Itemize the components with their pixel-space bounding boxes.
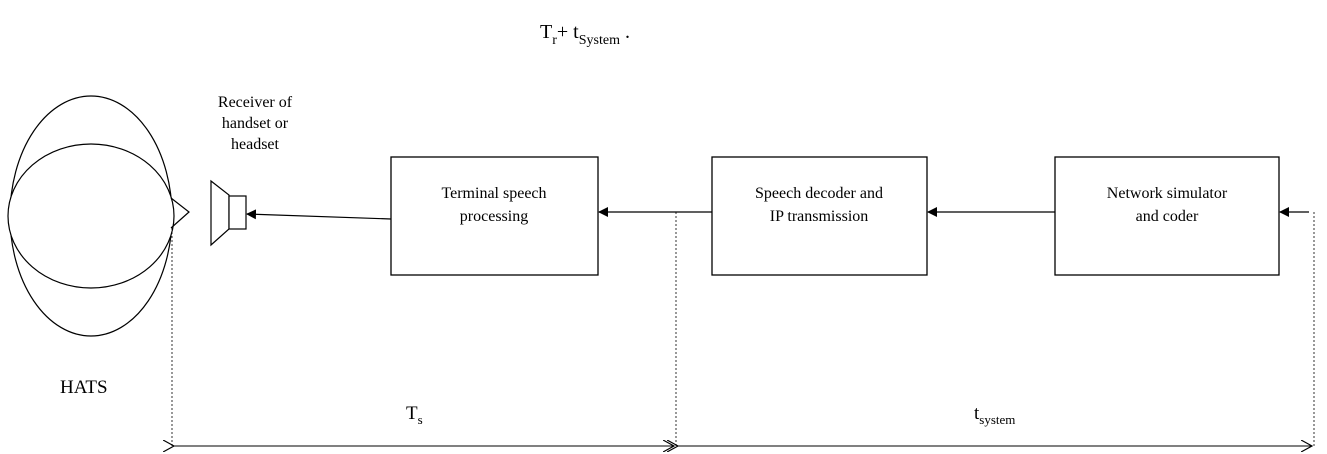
speech-decoder-box: Speech decoder and IP transmission	[711, 156, 928, 276]
title-formula: Tr+ tSystem .	[540, 21, 630, 48]
svg-text:IP transmission: IP transmission	[770, 208, 869, 225]
svg-text:and coder: and coder	[1136, 208, 1199, 225]
svg-text:handset or: handset or	[222, 115, 289, 132]
svg-text:Speech decoder and: Speech decoder and	[755, 185, 883, 202]
reference-lines	[171, 212, 1315, 446]
arrow-terminal-to-speaker	[246, 209, 392, 220]
terminal-speech-processing-box: Terminal speech processing	[390, 156, 599, 276]
ts-label: Ts	[406, 403, 423, 427]
hats-head-icon	[7, 95, 190, 337]
hats-label: HATS	[60, 377, 108, 398]
svg-text:Terminal speech: Terminal speech	[441, 185, 546, 202]
speaker-icon	[210, 179, 247, 247]
svg-text:headset: headset	[231, 136, 280, 153]
svg-text:Receiver of: Receiver of	[218, 94, 293, 111]
svg-text:Network simulator: Network simulator	[1107, 185, 1228, 202]
tsystem-label: tsystem	[974, 403, 1015, 427]
network-simulator-box: Network simulator and coder	[1054, 156, 1280, 276]
svg-text:processing: processing	[460, 208, 528, 225]
receiver-label: Receiver of handset or headset	[218, 94, 293, 153]
